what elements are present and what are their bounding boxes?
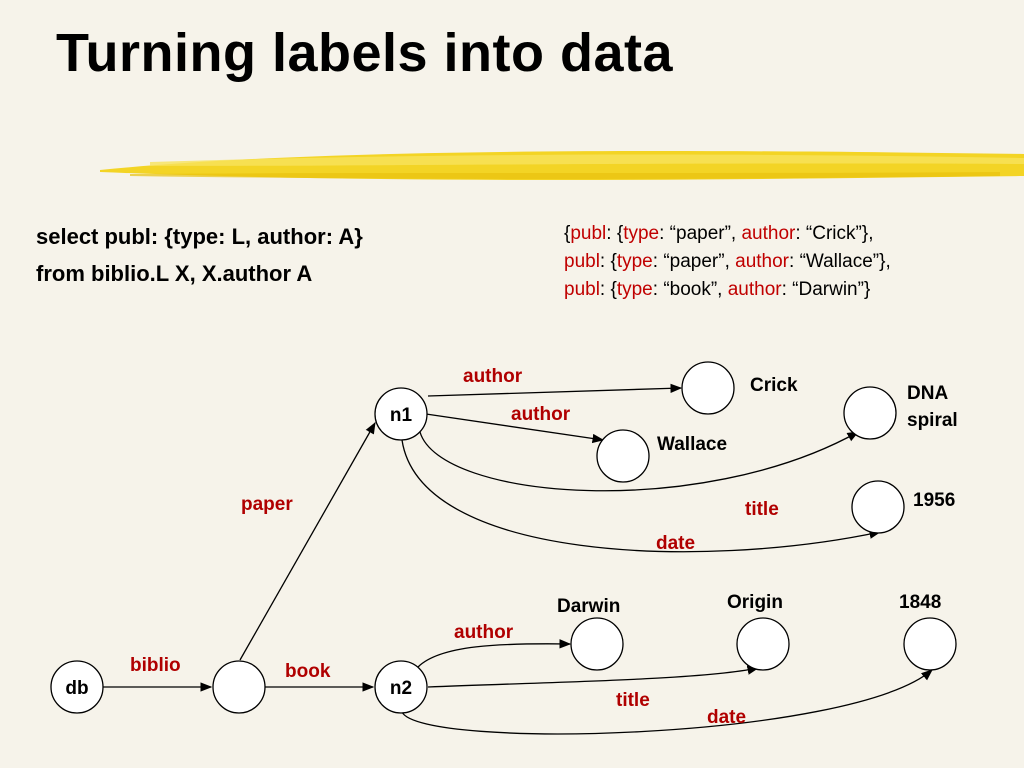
- node-label-db: db: [65, 678, 88, 699]
- query-from-line: from biblio.L X, X.author A: [36, 261, 313, 286]
- edge-label-n2-date: date: [707, 707, 746, 728]
- type-key: type: [623, 223, 660, 244]
- query-select-line: select publ: {type: L, author: A}: [36, 224, 363, 249]
- node-label-n2: n2: [390, 678, 412, 699]
- node-1956: [851, 480, 905, 534]
- node-db: [50, 660, 104, 714]
- edge-label-n1-date: date: [656, 533, 695, 554]
- author-value: “Wallace”: [799, 251, 880, 272]
- edge-n2-author: [417, 639, 572, 668]
- query-block: select publ: {type: L, author: A} from b…: [36, 218, 363, 292]
- author-key: author: [741, 223, 796, 244]
- publ-key: publ: [564, 279, 600, 300]
- result-row: publ: {type: “paper”, author: “Wallace”}…: [564, 251, 891, 272]
- edge-label-n1-author-wallace: author: [511, 404, 571, 425]
- value-origin: Origin: [727, 592, 783, 613]
- result-row: {publ: {type: “paper”, author: “Crick”},: [564, 223, 874, 244]
- node-dna-spiral: [843, 386, 897, 440]
- type-value: “paper”: [663, 251, 725, 272]
- edges: [103, 383, 933, 735]
- node-crick: [681, 361, 735, 415]
- edge-n1-author-crick: [427, 383, 683, 397]
- value-dna: DNA: [907, 383, 948, 404]
- edge-label-n1-title: title: [745, 499, 779, 520]
- edge-n1-date: [401, 439, 882, 553]
- author-key: author: [727, 279, 782, 300]
- type-value: “paper”: [669, 223, 731, 244]
- value-spiral: spiral: [907, 410, 958, 431]
- value-1956: 1956: [913, 490, 955, 511]
- edge-label-n2-author: author: [454, 622, 514, 643]
- node-origin: [736, 617, 790, 671]
- highlighter-stroke: [100, 151, 1024, 180]
- row-tail: },: [879, 251, 891, 272]
- node-wallace: [596, 429, 650, 483]
- type-key: type: [616, 251, 653, 272]
- edge-label-book: book: [285, 661, 331, 682]
- node-darwin: [570, 617, 624, 671]
- node-1848: [903, 617, 957, 671]
- edge-n2-date: [401, 669, 933, 735]
- slide-title: Turning labels into data: [56, 23, 674, 83]
- node-n2: [374, 660, 428, 714]
- node-n1: [374, 387, 428, 441]
- edge-n1-author-wallace: [425, 413, 605, 444]
- edge-label-biblio: biblio: [130, 655, 181, 676]
- edge-paper: [239, 421, 376, 661]
- publ-key: publ: [564, 251, 600, 272]
- value-1848: 1848: [899, 592, 941, 613]
- value-darwin: Darwin: [557, 596, 620, 617]
- value-wallace: Wallace: [657, 434, 727, 455]
- type-key: type: [616, 279, 653, 300]
- edge-label-n2-title: title: [616, 690, 650, 711]
- node-label-n1: n1: [390, 405, 413, 426]
- row-tail: }: [863, 279, 871, 300]
- edge-n1-title: [419, 431, 860, 492]
- author-key: author: [735, 251, 789, 272]
- edge-n2-title: [427, 665, 760, 688]
- result-row: publ: {type: “book”, author: “Darwin”}: [564, 279, 871, 300]
- author-value: “Darwin”: [792, 279, 864, 300]
- row-tail: },: [861, 223, 874, 244]
- result-block: {publ: {type: “paper”, author: “Crick”},…: [564, 220, 891, 304]
- type-value: “book”: [663, 279, 718, 300]
- edge-label-n1-author-crick: author: [463, 366, 523, 387]
- publ-key: publ: [570, 223, 607, 244]
- author-value: “Crick”: [805, 223, 862, 244]
- value-crick: Crick: [750, 375, 798, 396]
- edge-label-paper: paper: [241, 494, 293, 515]
- node-biblio-target: [212, 660, 266, 714]
